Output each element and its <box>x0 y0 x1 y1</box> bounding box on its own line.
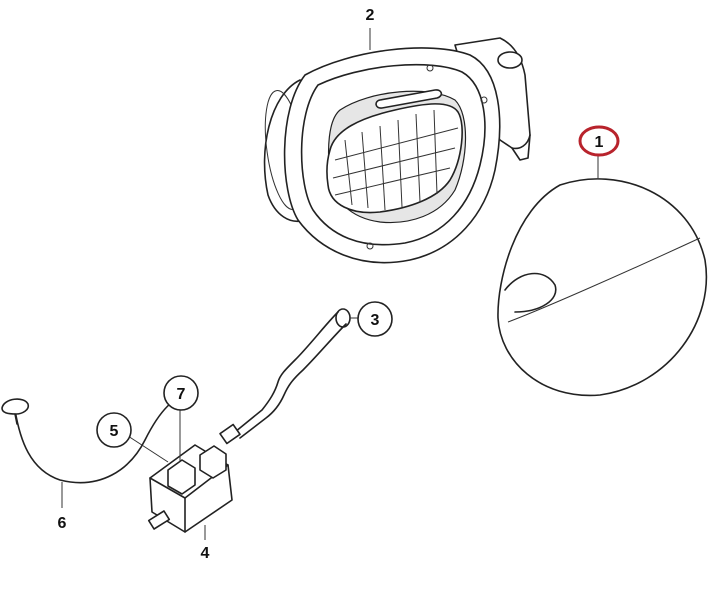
callout-1-highlight-ring <box>578 125 620 157</box>
callout-3: 3 <box>357 301 393 337</box>
callout-2: 2 <box>366 7 375 24</box>
part-1-filler-flap <box>497 152 708 397</box>
callout-5: 5 <box>96 412 132 448</box>
bowden-cable <box>219 311 347 445</box>
callout-2-label: 2 <box>366 7 375 24</box>
callout-1: 1 <box>578 125 620 157</box>
emergency-release-cable <box>1 394 191 508</box>
callout-6-label: 6 <box>58 515 67 532</box>
callout-4-label: 4 <box>201 545 210 562</box>
callout-7: 7 <box>163 375 199 411</box>
part-2-filler-housing <box>263 28 531 264</box>
callout-4: 4 <box>201 545 210 562</box>
callout-5-label: 5 <box>110 423 119 440</box>
callout-1-label: 1 <box>595 134 604 151</box>
callout-3-label: 3 <box>371 312 380 329</box>
part-4-actuator <box>147 444 233 540</box>
callout-7-label: 7 <box>177 386 186 403</box>
callout-6: 6 <box>58 515 67 532</box>
